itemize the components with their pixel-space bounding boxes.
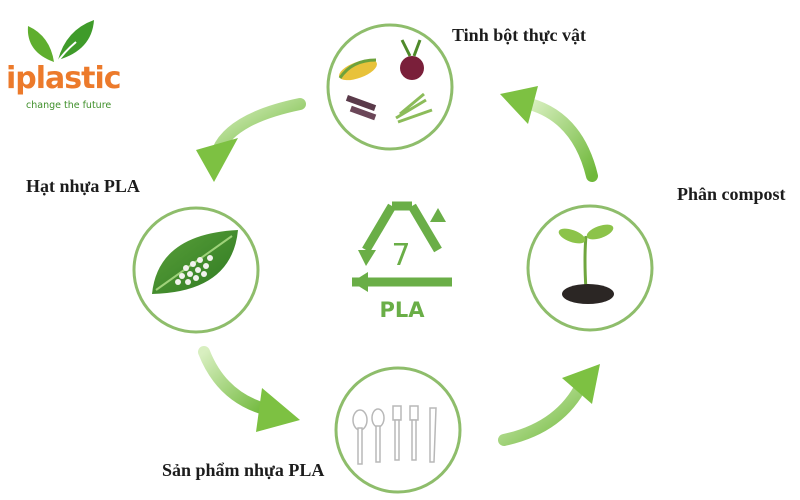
iplastic-logo: iplastic change the future <box>4 6 124 116</box>
arrow-pellet-to-product <box>198 346 300 432</box>
pellets-icon <box>175 255 213 285</box>
stage-product-circle <box>334 366 462 494</box>
label-starch: Tinh bột thực vật <box>452 25 586 45</box>
recycle-number: 7 <box>391 238 411 273</box>
cutlery-icon <box>352 405 437 465</box>
arrow-product-to-compost <box>498 364 600 446</box>
stage-starch-circle <box>326 23 454 151</box>
logo-word: iplastic <box>6 61 122 96</box>
sugarcane-icon <box>345 95 377 121</box>
arrow-starch-to-pellet <box>196 98 306 182</box>
recycle-code: PLA <box>379 298 425 322</box>
logo-tagline: change the future <box>26 100 112 111</box>
leaf-logo-icon <box>27 20 94 65</box>
grass-icon <box>395 92 433 124</box>
corn-icon <box>338 58 377 81</box>
beet-icon <box>400 39 424 80</box>
stage-pellet-circle <box>132 206 260 334</box>
label-compost: Phân compost <box>677 184 786 204</box>
recycle-symbol-icon <box>352 201 452 292</box>
arrow-compost-to-starch <box>500 86 598 182</box>
soil-icon <box>562 284 614 304</box>
stage-compost-circle <box>526 204 654 332</box>
label-pellet: Hạt nhựa PLA <box>26 176 140 196</box>
label-product: Sản phẩm nhựa PLA <box>162 460 325 480</box>
